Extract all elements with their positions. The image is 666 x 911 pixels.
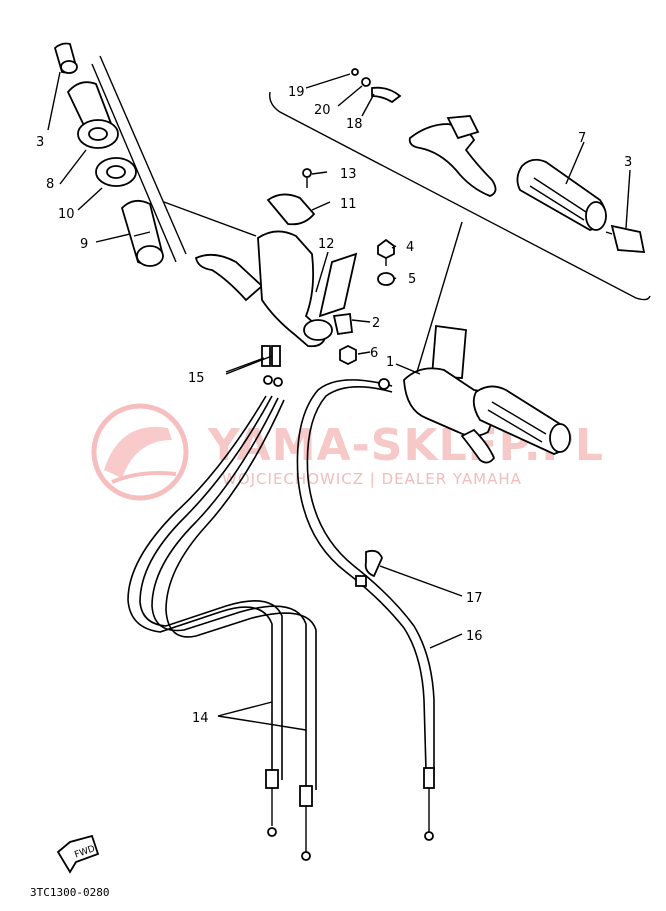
label-2: 2	[372, 316, 380, 331]
label-10: 10	[58, 207, 75, 222]
right-grip-assembly	[516, 158, 646, 253]
forward-arrow-icon: FWD	[56, 834, 100, 874]
label-4: 4	[406, 240, 414, 255]
part-3-right-end	[605, 224, 646, 253]
left-grip-assembly	[53, 42, 164, 267]
part-3-left	[53, 42, 78, 74]
label-12: 12	[318, 237, 335, 252]
label-6: 6	[370, 346, 378, 361]
label-17: 17	[466, 591, 483, 606]
part-15-adjusters	[261, 345, 283, 387]
left-handlebar	[91, 55, 187, 263]
label-15: 15	[188, 371, 205, 386]
throttle-assembly	[403, 221, 571, 464]
label-9: 9	[80, 237, 88, 252]
part-8-grip-left	[66, 81, 119, 149]
watermark-logo-icon	[91, 403, 189, 501]
label-13: 13	[340, 167, 357, 182]
part-2-bracket	[332, 312, 353, 336]
part-4-bolt	[377, 238, 395, 266]
part-10-washer	[95, 157, 137, 187]
leader-lines	[47, 71, 631, 731]
label-18: 18	[346, 117, 363, 132]
part-7-grip-right	[516, 158, 607, 231]
label-3-right: 3	[624, 155, 632, 170]
cable-end-right	[299, 785, 313, 861]
label-19: 19	[288, 85, 305, 100]
part-14-throttle-cables	[127, 395, 317, 861]
part-13-screw	[302, 168, 312, 188]
label-3-left: 3	[36, 135, 44, 150]
watermark-subtitle: WOJCIECHOWICZ | DEALER YAMAHA	[222, 470, 522, 488]
part-16-clutch-cable	[296, 378, 435, 841]
part-17-clamp	[355, 549, 383, 587]
right-handlebar	[269, 91, 651, 301]
part-5-washer	[377, 272, 395, 286]
label-20: 20	[314, 103, 331, 118]
fasteners	[302, 168, 395, 366]
label-8: 8	[46, 177, 54, 192]
label-14: 14	[192, 711, 209, 726]
right-lever-assembly	[351, 68, 497, 197]
left-lever-assembly	[163, 193, 358, 348]
label-1: 1	[386, 355, 394, 370]
part-labels: 3 8 10 9 19 20 18 13 11 12 4 5 2 6 1 7 3…	[36, 85, 632, 726]
diagram-code: 3TC1300-0280	[30, 886, 109, 899]
cable-end-left	[265, 769, 279, 837]
part-9-guide	[120, 199, 164, 267]
label-16: 16	[466, 629, 483, 644]
part-6-nut	[339, 344, 357, 366]
label-5: 5	[408, 272, 416, 287]
label-11: 11	[340, 197, 357, 212]
label-7: 7	[578, 131, 586, 146]
